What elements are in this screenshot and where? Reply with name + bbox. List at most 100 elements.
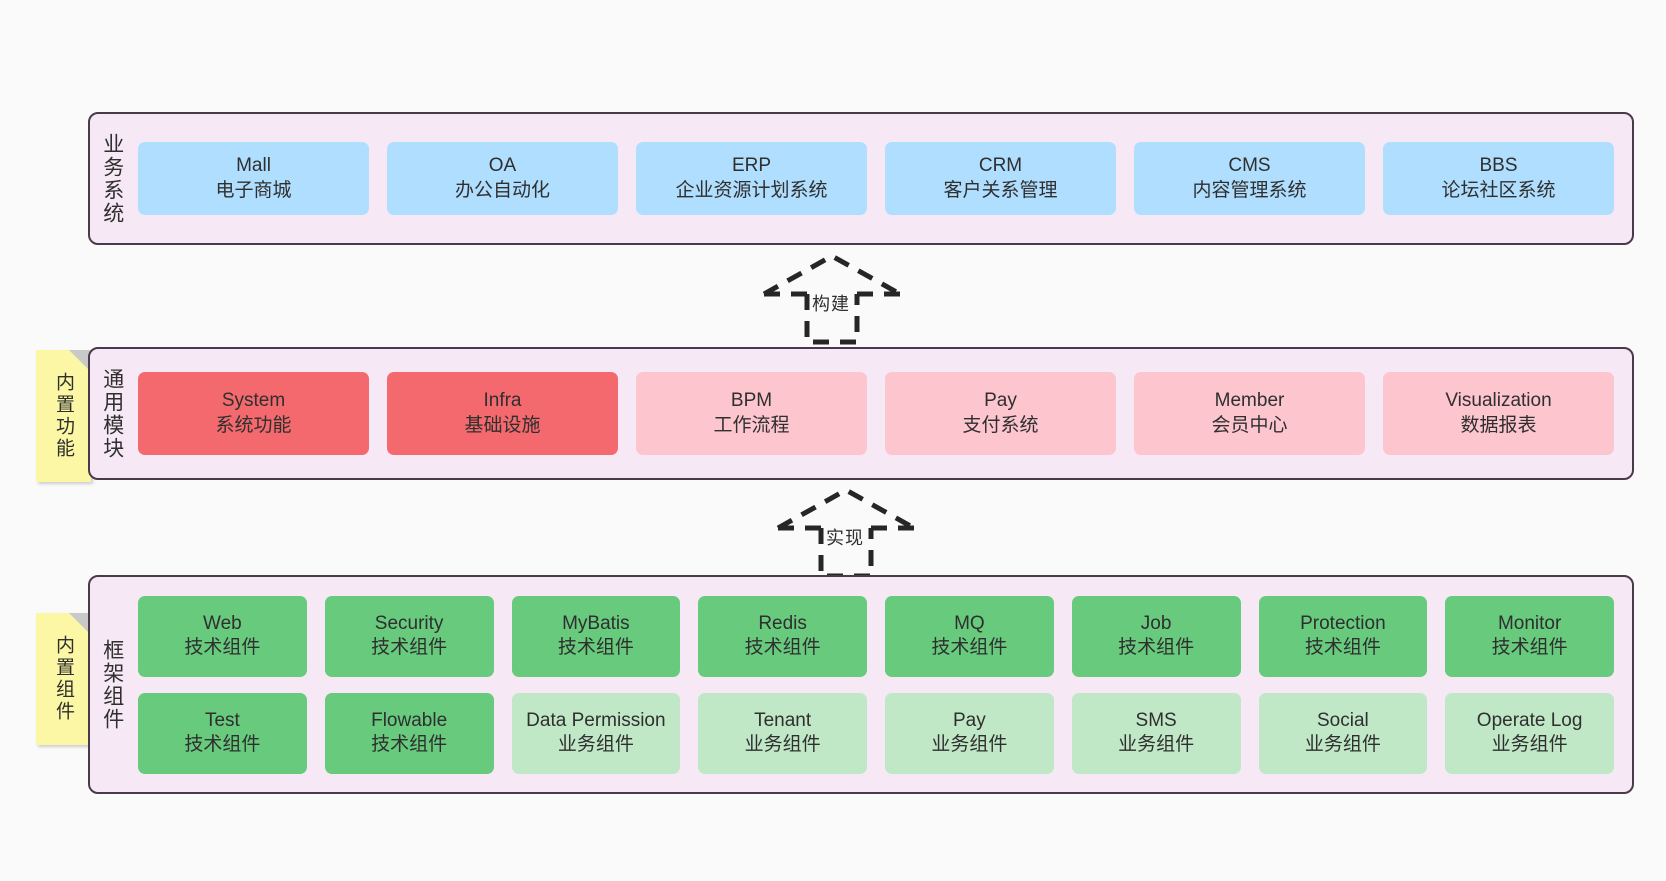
node-test[interactable]: Test 技术组件 xyxy=(138,692,307,774)
node-title: Flowable xyxy=(371,709,448,731)
layer-title-common: 通用模块 xyxy=(100,367,124,460)
sticky-note-builtin-features: 内置功能 xyxy=(36,350,91,482)
node-subtitle: 支付系统 xyxy=(962,414,1039,436)
node-title: Social xyxy=(1317,709,1369,731)
node-title: Visualization xyxy=(1445,390,1552,412)
node-oa[interactable]: OA 办公自动化 xyxy=(387,142,618,215)
node-sms[interactable]: SMS 业务组件 xyxy=(1071,692,1241,774)
node-title: Member xyxy=(1214,390,1285,412)
node-subtitle: 基础设施 xyxy=(464,414,541,436)
node-subtitle: 会员中心 xyxy=(1211,414,1288,436)
node-subtitle: 办公自动化 xyxy=(454,179,550,201)
node-title: OA xyxy=(488,155,517,177)
node-subtitle: 技术组件 xyxy=(931,637,1008,658)
node-monitor[interactable]: Monitor 技术组件 xyxy=(1445,595,1614,677)
node-subtitle: 系统功能 xyxy=(215,414,292,436)
node-infra[interactable]: Infra 基础设施 xyxy=(387,372,618,455)
node-bpm[interactable]: BPM 工作流程 xyxy=(636,372,867,455)
node-title: BBS xyxy=(1479,155,1518,177)
node-title: CMS xyxy=(1228,155,1271,177)
node-mq[interactable]: MQ 技术组件 xyxy=(885,595,1054,677)
node-subtitle: 技术组件 xyxy=(371,637,448,658)
node-title: Monitor xyxy=(1497,612,1562,634)
node-subtitle: 论坛社区系统 xyxy=(1441,179,1556,201)
node-protection[interactable]: Protection 技术组件 xyxy=(1258,595,1428,677)
node-subtitle: 技术组件 xyxy=(1491,637,1568,658)
node-title: CRM xyxy=(978,155,1023,177)
sticky-fold-icon xyxy=(69,613,91,635)
layer-business-system: 业务系统 Mall 电子商城 OA 办公自动化 ERP 企业资源计划系统 CRM… xyxy=(88,112,1634,245)
node-subtitle: 业务组件 xyxy=(1118,734,1195,755)
node-erp[interactable]: ERP 企业资源计划系统 xyxy=(636,142,867,215)
layer-title-business: 业务系统 xyxy=(100,132,124,225)
node-subtitle: 业务组件 xyxy=(931,734,1008,755)
node-member[interactable]: Member 会员中心 xyxy=(1134,372,1365,455)
node-subtitle: 技术组件 xyxy=(744,637,821,658)
node-title: Job xyxy=(1140,612,1172,634)
node-title: Web xyxy=(203,612,242,634)
layer-title-framework: 框架组件 xyxy=(100,638,124,731)
node-title: Operate Log xyxy=(1476,709,1583,731)
node-title: MyBatis xyxy=(562,612,630,634)
layer-body-business: Mall 电子商城 OA 办公自动化 ERP 企业资源计划系统 CRM 客户关系… xyxy=(134,114,1632,243)
node-visualization[interactable]: Visualization 数据报表 xyxy=(1383,372,1614,455)
node-subtitle: 业务组件 xyxy=(744,734,821,755)
node-subtitle: 数据报表 xyxy=(1460,414,1537,436)
node-title: Pay xyxy=(953,709,986,731)
node-subtitle: 技术组件 xyxy=(184,734,261,755)
node-subtitle: 工作流程 xyxy=(713,414,790,436)
node-subtitle: 技术组件 xyxy=(184,637,261,658)
node-subtitle: 电子商城 xyxy=(215,179,292,201)
node-subtitle: 内容管理系统 xyxy=(1192,179,1307,201)
node-social[interactable]: Social 业务组件 xyxy=(1258,692,1428,774)
node-cms[interactable]: CMS 内容管理系统 xyxy=(1134,142,1365,215)
layer-common-modules: 通用模块 System 系统功能 Infra 基础设施 BPM 工作流程 Pay… xyxy=(88,347,1634,480)
node-title: System xyxy=(221,390,286,412)
node-data-permission[interactable]: Data Permission 业务组件 xyxy=(511,692,681,774)
node-web[interactable]: Web 技术组件 xyxy=(138,595,307,677)
node-system[interactable]: System 系统功能 xyxy=(138,372,369,455)
node-pay[interactable]: Pay 支付系统 xyxy=(885,372,1116,455)
node-operate-log[interactable]: Operate Log 业务组件 xyxy=(1445,692,1614,774)
node-bbs[interactable]: BBS 论坛社区系统 xyxy=(1383,142,1614,215)
node-title: MQ xyxy=(954,612,985,634)
node-tenant[interactable]: Tenant 业务组件 xyxy=(698,692,867,774)
node-mybatis[interactable]: MyBatis 技术组件 xyxy=(511,595,681,677)
layer-body-common: System 系统功能 Infra 基础设施 BPM 工作流程 Pay 支付系统… xyxy=(134,349,1632,478)
node-security[interactable]: Security 技术组件 xyxy=(324,595,494,677)
connector-build-arrow xyxy=(752,252,912,345)
layer-framework-components: 框架组件 Web 技术组件 Security 技术组件 MyBatis 技术组件… xyxy=(88,575,1634,794)
layer-row: Web 技术组件 Security 技术组件 MyBatis 技术组件 Redi… xyxy=(138,595,1614,677)
connector-build-label: 构建 xyxy=(812,294,850,314)
node-title: Security xyxy=(374,612,444,634)
node-title: Redis xyxy=(758,612,807,634)
layer-body-framework: Web 技术组件 Security 技术组件 MyBatis 技术组件 Redi… xyxy=(134,577,1632,792)
layer-row: System 系统功能 Infra 基础设施 BPM 工作流程 Pay 支付系统… xyxy=(138,372,1614,455)
sticky-fold-icon xyxy=(69,350,91,372)
node-subtitle: 业务组件 xyxy=(1491,734,1568,755)
node-redis[interactable]: Redis 技术组件 xyxy=(698,595,867,677)
node-pay-component[interactable]: Pay 业务组件 xyxy=(885,692,1054,774)
node-flowable[interactable]: Flowable 技术组件 xyxy=(324,692,494,774)
node-subtitle: 技术组件 xyxy=(557,637,634,658)
node-title: ERP xyxy=(731,155,772,177)
node-subtitle: 技术组件 xyxy=(1304,637,1381,658)
node-title: Test xyxy=(204,709,240,731)
node-subtitle: 企业资源计划系统 xyxy=(675,179,828,201)
node-job[interactable]: Job 技术组件 xyxy=(1071,595,1241,677)
node-subtitle: 业务组件 xyxy=(1304,734,1381,755)
node-subtitle: 业务组件 xyxy=(557,734,634,755)
node-subtitle: 技术组件 xyxy=(1118,637,1195,658)
sticky-note-label: 内置功能 xyxy=(53,372,74,460)
sticky-note-label: 内置组件 xyxy=(53,635,74,723)
connector-implement-arrow xyxy=(766,486,926,579)
node-crm[interactable]: CRM 客户关系管理 xyxy=(885,142,1116,215)
layer-row: Mall 电子商城 OA 办公自动化 ERP 企业资源计划系统 CRM 客户关系… xyxy=(138,142,1614,215)
node-title: SMS xyxy=(1135,709,1177,731)
node-title: Data Permission xyxy=(526,709,666,731)
layer-row: Test 技术组件 Flowable 技术组件 Data Permission … xyxy=(138,692,1614,774)
node-title: Mall xyxy=(236,155,271,177)
node-mall[interactable]: Mall 电子商城 xyxy=(138,142,369,215)
sticky-note-builtin-components: 内置组件 xyxy=(36,613,91,745)
